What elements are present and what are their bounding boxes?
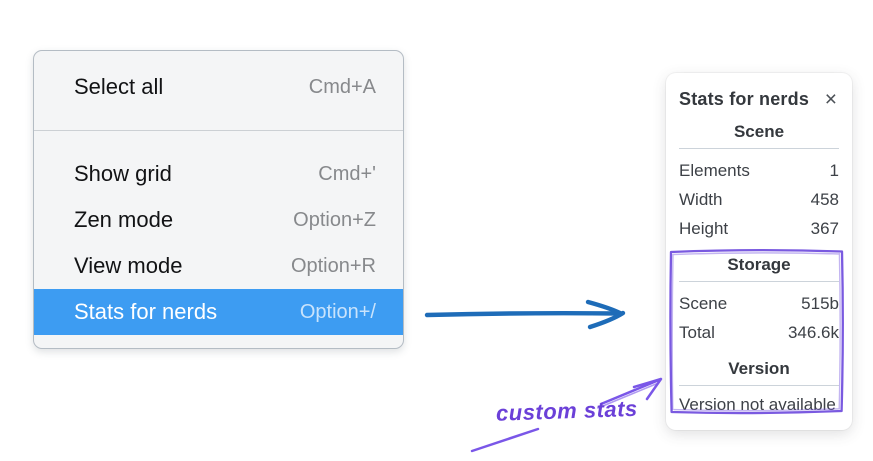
stat-value: 346.6k bbox=[787, 323, 839, 342]
stat-row: Height 367 bbox=[679, 214, 839, 243]
section-heading: Version bbox=[728, 359, 790, 378]
menu-item-select-all[interactable]: Select all Cmd+A bbox=[34, 64, 403, 110]
stat-row: Elements 1 bbox=[679, 156, 839, 185]
stat-row: Width 458 bbox=[679, 185, 839, 214]
stat-label: Elements bbox=[679, 161, 750, 180]
section-divider bbox=[679, 281, 839, 282]
section-divider bbox=[679, 385, 839, 386]
menu-item-label: Show grid bbox=[74, 161, 172, 186]
stats-panel-title: Stats for nerds bbox=[679, 89, 810, 109]
menu-item-zen-mode[interactable]: Zen mode Option+Z bbox=[34, 197, 403, 243]
stats-panel-header: Stats for nerds × bbox=[679, 89, 839, 110]
context-menu: Select all Cmd+A Show grid Cmd+' Zen mod… bbox=[33, 50, 404, 349]
stat-value: 367 bbox=[810, 219, 839, 238]
stat-label: Height bbox=[679, 219, 729, 238]
menu-divider bbox=[34, 130, 403, 131]
menu-item-shortcut: Option+Z bbox=[293, 208, 376, 231]
section-storage: Storage Scene 515b Total 346.6k bbox=[679, 255, 839, 347]
close-icon[interactable]: × bbox=[824, 88, 837, 111]
pointer-arrow bbox=[424, 299, 626, 330]
menu-item-label: Zen mode bbox=[74, 207, 174, 232]
stat-value: 1 bbox=[829, 161, 839, 180]
annotation-box bbox=[669, 248, 844, 415]
version-message: Version not available bbox=[679, 395, 836, 414]
stat-row: Scene 515b bbox=[679, 289, 839, 318]
stat-value: 458 bbox=[810, 190, 839, 209]
stat-label: Width bbox=[679, 190, 723, 209]
menu-item-label: View mode bbox=[74, 253, 183, 278]
section-divider bbox=[679, 148, 839, 149]
section-heading: Scene bbox=[733, 122, 785, 141]
annotation-arrow bbox=[470, 377, 663, 453]
section-scene: Scene Elements 1 Width 458 Height 367 bbox=[679, 122, 839, 243]
section-heading: Storage bbox=[727, 255, 791, 274]
menu-item-shortcut: Cmd+A bbox=[308, 75, 376, 98]
stat-row: Total 346.6k bbox=[679, 318, 839, 347]
menu-item-shortcut: Option+/ bbox=[299, 300, 376, 323]
menu-item-shortcut: Cmd+' bbox=[318, 162, 376, 185]
menu-item-show-grid[interactable]: Show grid Cmd+' bbox=[34, 151, 403, 197]
menu-item-stats-for-nerds[interactable]: Stats for nerds Option+/ bbox=[34, 289, 403, 335]
menu-item-view-mode[interactable]: View mode Option+R bbox=[34, 243, 403, 289]
menu-item-label: Stats for nerds bbox=[74, 299, 218, 324]
section-version: Version Version not available bbox=[679, 359, 839, 417]
stat-label: Scene bbox=[679, 294, 728, 313]
stat-label: Total bbox=[679, 323, 715, 342]
stat-value: 515b bbox=[801, 294, 839, 313]
menu-item-shortcut: Option+R bbox=[290, 254, 376, 277]
menu-item-label: Select all bbox=[74, 74, 164, 99]
